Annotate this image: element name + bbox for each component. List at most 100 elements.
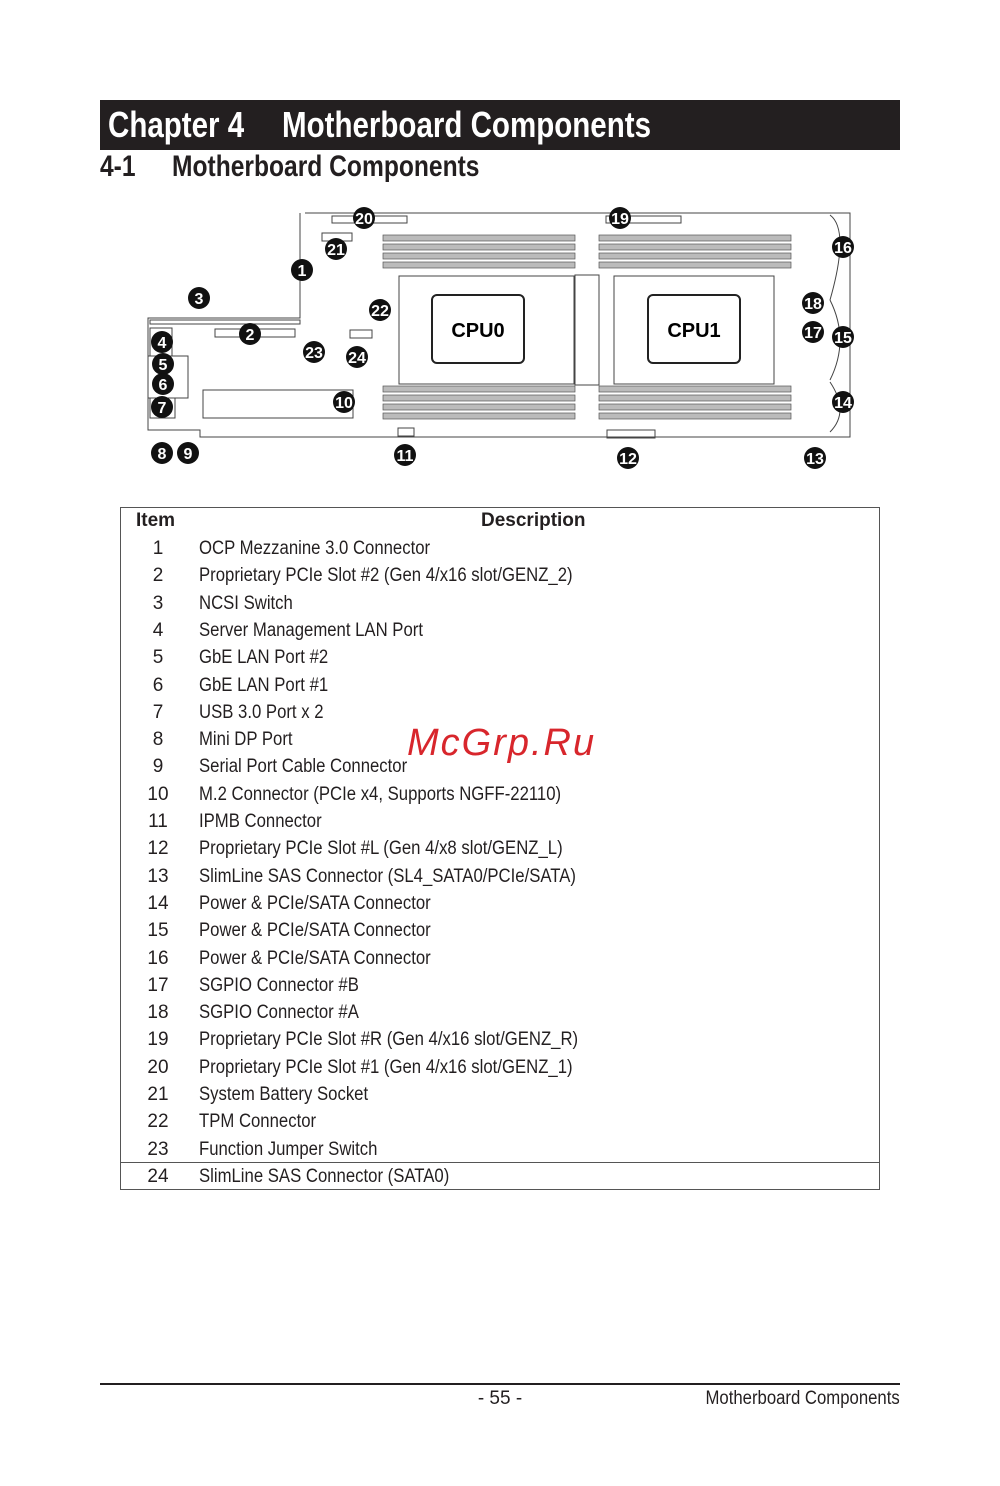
table-row: 4 Server Management LAN Port — [121, 620, 879, 647]
callout-2: 2 — [239, 323, 261, 345]
callout-6: 6 — [152, 373, 174, 395]
table-row: 24 SlimLine SAS Connector (SATA0) — [121, 1166, 879, 1193]
footer-rule — [100, 1383, 900, 1385]
item-description: TPM Connector — [199, 1111, 317, 1133]
callout-number: 13 — [806, 451, 824, 468]
item-description: IPMB Connector — [199, 811, 322, 832]
callout-4: 4 — [151, 331, 173, 353]
item-description: Power & PCIe/SATA Connector — [199, 892, 431, 914]
callout-number: 23 — [305, 345, 323, 362]
item-number: 15 — [147, 920, 169, 942]
callout-5: 5 — [152, 353, 174, 375]
item-description: Proprietary PCIe Slot #L (Gen 4/x8 slot/… — [199, 838, 563, 860]
callout-23: 23 — [303, 341, 325, 363]
column-header-description: Description — [481, 510, 586, 531]
table-row: 17 SGPIO Connector #B — [121, 975, 879, 1002]
callout-22: 22 — [369, 299, 391, 321]
dimm-slot — [598, 261, 792, 269]
item-number: 24 — [147, 1165, 169, 1187]
callout-number: 15 — [834, 330, 852, 347]
item-description: NCSI Switch — [199, 592, 293, 614]
item-description: Server Management LAN Port — [199, 619, 423, 641]
callout-14: 14 — [832, 391, 854, 413]
callout-number: 24 — [348, 350, 366, 367]
item-description: Proprietary PCIe Slot #1 (Gen 4/x16 slot… — [199, 1056, 573, 1078]
callout-number: 18 — [804, 296, 822, 313]
item-number: 16 — [147, 947, 169, 969]
item-description: GbE LAN Port #2 — [199, 647, 329, 669]
table-row: 16 Power & PCIe/SATA Connector — [121, 948, 879, 975]
callout-20: 20 — [353, 207, 375, 229]
callout-number: 2 — [246, 327, 255, 344]
item-number: 21 — [147, 1084, 169, 1105]
table-row: 21 System Battery Socket — [121, 1084, 879, 1111]
table-row: 11 IPMB Connector — [121, 811, 879, 838]
item-description: System Battery Socket — [199, 1084, 369, 1105]
table-row: 8 Mini DP Port — [121, 729, 879, 756]
item-number: 23 — [147, 1138, 169, 1160]
item-number: 17 — [147, 974, 169, 996]
callout-1: 1 — [291, 259, 313, 281]
callout-21: 21 — [325, 238, 347, 260]
item-number: 11 — [148, 811, 168, 832]
item-description: SGPIO Connector #B — [199, 974, 359, 996]
page-number: - 55 - — [477, 1388, 523, 1409]
dimm-slot — [598, 385, 792, 393]
callout-10: 10 — [333, 391, 355, 413]
callout-number: 19 — [611, 211, 629, 228]
callout-8: 8 — [151, 442, 173, 464]
item-description: Power & PCIe/SATA Connector — [199, 947, 431, 969]
dimm-slot — [598, 394, 792, 402]
item-description: Serial Port Cable Connector — [199, 756, 408, 778]
item-number: 10 — [147, 783, 169, 805]
callout-17: 17 — [802, 321, 824, 343]
item-description: USB 3.0 Port x 2 — [199, 701, 324, 723]
callout-24: 24 — [346, 346, 368, 368]
item-number: 6 — [152, 674, 164, 696]
callout-number: 1 — [298, 263, 307, 280]
footer-title: Motherboard Components — [705, 1388, 900, 1409]
callout-18: 18 — [802, 292, 824, 314]
item-description: Proprietary PCIe Slot #R (Gen 4/x16 slot… — [199, 1029, 579, 1051]
dimm-slot — [382, 234, 576, 242]
callout-19: 19 — [609, 207, 631, 229]
callout-number: 7 — [158, 400, 167, 417]
section-number: 4-1 — [100, 150, 136, 183]
callout-number: 16 — [834, 240, 852, 257]
cpu1-socket: CPU1 — [647, 294, 741, 364]
item-number: 4 — [152, 619, 164, 641]
dimm-slot — [382, 385, 576, 393]
cpu1-label: CPU1 — [667, 320, 720, 342]
item-number: 8 — [152, 729, 164, 751]
callout-number: 21 — [327, 242, 345, 259]
chapter-number: Chapter 4 — [108, 104, 245, 145]
dimm-slot — [382, 252, 576, 260]
item-description: Mini DP Port — [199, 729, 293, 751]
callout-number: 4 — [158, 335, 167, 352]
dimm-slot — [382, 403, 576, 411]
dimm-slot — [382, 412, 576, 420]
board-outline — [147, 212, 851, 438]
item-number: 13 — [147, 865, 169, 887]
callout-16: 16 — [832, 236, 854, 258]
item-description: SlimLine SAS Connector (SATA0) — [199, 1165, 450, 1187]
callout-number: 12 — [619, 451, 637, 468]
item-number: 1 — [152, 538, 164, 559]
dimm-slot — [598, 412, 792, 420]
